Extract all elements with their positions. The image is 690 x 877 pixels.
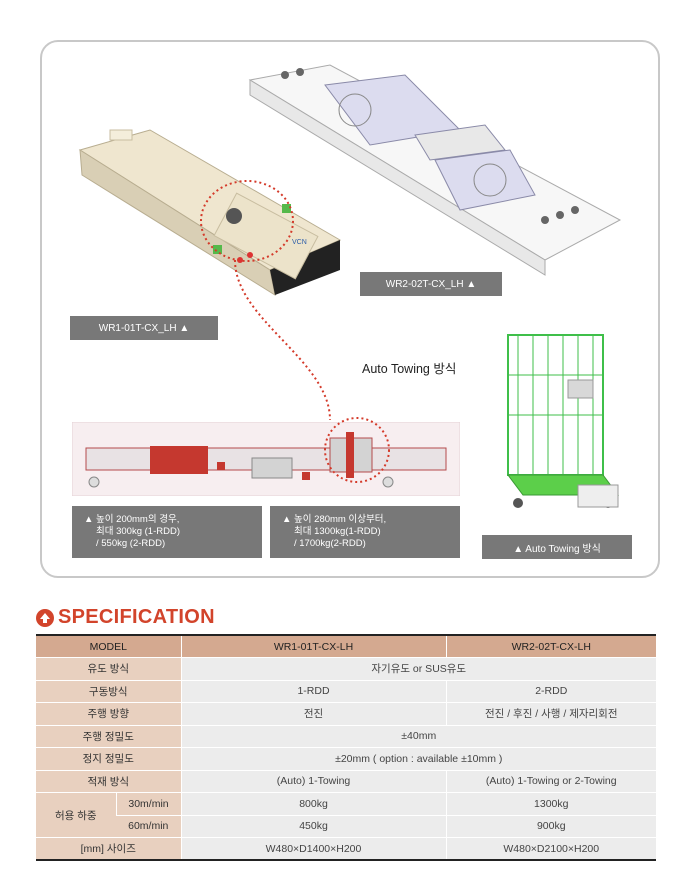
- note-line: 최대 1300kg(1-RDD): [294, 526, 381, 537]
- spec-heading: SPECIFICATION: [36, 606, 215, 629]
- header-wr1: WR1-01T-CX-LH: [180, 634, 446, 658]
- row-label: [mm] 사이즈: [36, 837, 181, 861]
- cell-value: 2-RDD: [445, 680, 656, 703]
- cell-value: 450kg: [180, 815, 446, 838]
- table-row: 정지 정밀도 ±20mm ( option : available ±10mm …: [36, 747, 656, 771]
- note-line: / 550kg (2-RDD): [96, 538, 166, 549]
- cell-value: (Auto) 1-Towing: [180, 770, 446, 793]
- note-line: ▲ 높이 280mm 이상부터,: [282, 514, 387, 525]
- wr2-robot-image: [248, 64, 622, 276]
- note-200mm: ▲ 높이 200mm의 경우, 최대 300kg (1-RDD) / 550kg…: [72, 506, 262, 558]
- row-label: 주행 정밀도: [36, 725, 181, 748]
- table-row: 주행 방향 전진 전진 / 후진 / 사행 / 제자리회전: [36, 702, 656, 726]
- table-row: 60m/min 450kg 900kg: [36, 815, 656, 838]
- cell-value: 전진: [180, 702, 446, 726]
- arrow-up-icon: [36, 608, 54, 627]
- row-label: 정지 정밀도: [36, 747, 181, 771]
- table-row: [mm] 사이즈 W480×D1400×H200 W480×D2100×H200: [36, 837, 656, 861]
- table-row: 유도 방식 자기유도 or SUS유도: [36, 657, 656, 681]
- note-line: ▲ 높이 200mm의 경우,: [84, 514, 180, 525]
- header-model: MODEL: [36, 634, 181, 658]
- auto-towing-caption: ▲ Auto Towing 방식: [482, 535, 632, 559]
- cell-value: 900kg: [445, 815, 656, 838]
- row-sublabel: 60m/min: [116, 815, 181, 838]
- svg-text:VCN: VCN: [292, 239, 307, 246]
- row-label: 허용 하중: [36, 792, 116, 838]
- note-280mm: ▲ 높이 280mm 이상부터, 최대 1300kg(1-RDD) / 1700…: [270, 506, 460, 558]
- row-label: 주행 방향: [36, 702, 181, 726]
- table-header-row: MODEL WR1-01T-CX-LH WR2-02T-CX-LH: [36, 634, 656, 658]
- header-wr2: WR2-02T-CX-LH: [445, 634, 656, 658]
- cell-value: W480×D2100×H200: [445, 837, 656, 861]
- note-line: / 1700kg(2-RDD): [294, 538, 366, 549]
- wr1-caption: WR1-01T-CX_LH ▲: [70, 316, 218, 340]
- cell-value: 전진 / 후진 / 사행 / 제자리회전: [445, 702, 656, 726]
- cell-value: 1300kg: [445, 792, 656, 816]
- row-label: 유도 방식: [36, 657, 181, 681]
- note-line: 최대 300kg (1-RDD): [96, 526, 180, 537]
- row-label: 적재 방식: [36, 770, 181, 793]
- auto-towing-label: Auto Towing 방식: [362, 362, 457, 376]
- cell-value: ±20mm ( option : available ±10mm ): [180, 747, 656, 771]
- cell-value: W480×D1400×H200: [180, 837, 446, 861]
- callout-lines: [200, 180, 390, 483]
- table-row: 주행 정밀도 ±40mm: [36, 725, 656, 748]
- cross-section-image: [72, 422, 460, 496]
- table-row: 허용 하중 30m/min 800kg 1300kg: [36, 792, 656, 838]
- row-label: 구동방식: [36, 680, 181, 703]
- table-row: 구동방식 1-RDD 2-RDD: [36, 680, 656, 703]
- cell-value: (Auto) 1-Towing or 2-Towing: [445, 770, 656, 793]
- table-row: 적재 방식 (Auto) 1-Towing (Auto) 1-Towing or…: [36, 770, 656, 793]
- wr2-caption: WR2-02T-CX_LH ▲: [360, 272, 502, 296]
- cart-image: [507, 334, 619, 508]
- spec-title: SPECIFICATION: [58, 606, 215, 628]
- cell-value: 1-RDD: [180, 680, 446, 703]
- row-sublabel: 30m/min: [115, 792, 181, 816]
- spec-table: MODEL WR1-01T-CX-LH WR2-02T-CX-LH 유도 방식 …: [36, 634, 656, 861]
- wr1-robot-image: VCN: [78, 129, 342, 297]
- cell-value: 800kg: [180, 792, 446, 816]
- cell-value: ±40mm: [180, 725, 656, 748]
- cell-value: 자기유도 or SUS유도: [180, 657, 656, 681]
